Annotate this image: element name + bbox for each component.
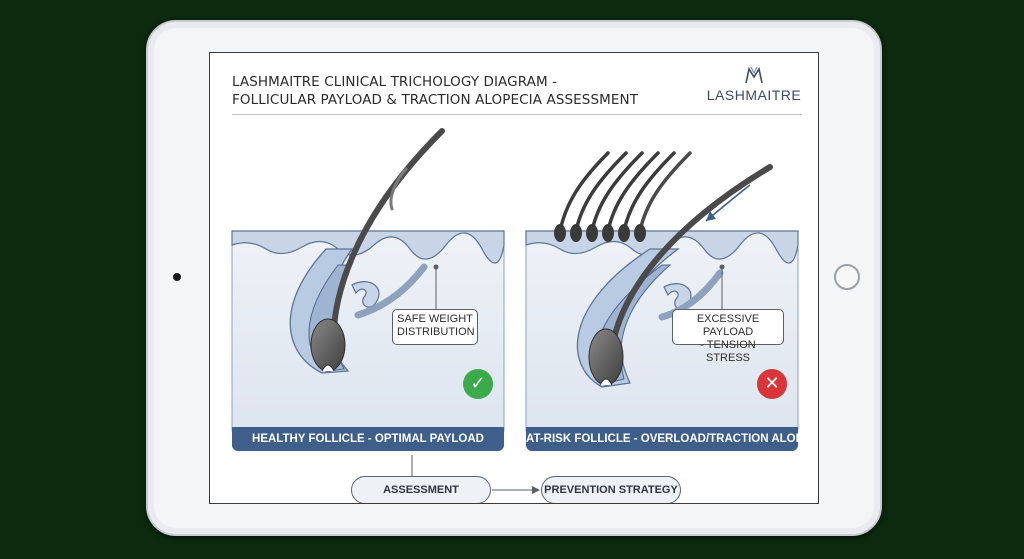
cross-icon: ✕ (757, 369, 787, 399)
logo-wordmark: LASHMAITRE (706, 87, 802, 103)
callout-line-1: SAFE WEIGHT (397, 313, 473, 325)
home-button[interactable] (834, 264, 860, 290)
tension-arrow-icon (706, 211, 716, 221)
check-icon: ✓ (463, 369, 493, 399)
prevention-strategy-node: PREVENTION STRATEGY (541, 476, 681, 503)
safe-weight-callout: SAFE WEIGHT DISTRIBUTION (392, 309, 478, 345)
diagram-title: LASHMAITRE CLINICAL TRICHOLOGY DIAGRAM -… (232, 73, 672, 109)
excessive-payload-callout: EXCESSIVE PAYLOAD - TENSION STRESS (672, 309, 784, 364)
callout-line-2: - TENSION STRESS (700, 339, 756, 364)
brand-logo: LASHMAITRE (706, 65, 802, 109)
at-risk-follicle-panel (525, 151, 799, 432)
title-line-2: FOLLICULAR PAYLOAD & TRACTION ALOPECIA A… (232, 92, 639, 108)
callout-line-2: DISTRIBUTION (397, 326, 475, 338)
diagram-screen: LASHMAITRE CLINICAL TRICHOLOGY DIAGRAM -… (209, 52, 819, 504)
healthy-follicle-label: HEALTHY FOLLICLE - OPTIMAL PAYLOAD (232, 427, 504, 451)
flow-arrow-icon (532, 486, 540, 494)
healthy-follicle-panel (231, 128, 505, 478)
at-risk-follicle-label: AT-RISK FOLLICLE - OVERLOAD/TRACTION ALO… (526, 427, 818, 451)
front-camera (173, 273, 181, 281)
assessment-node: ASSESSMENT (351, 476, 491, 503)
tablet-frame: LASHMAITRE CLINICAL TRICHOLOGY DIAGRAM -… (146, 20, 882, 536)
callout-line-1: EXCESSIVE PAYLOAD (696, 313, 760, 338)
lash-extension-fan (554, 151, 692, 242)
logo-mark-icon (745, 66, 763, 84)
title-line-1: LASHMAITRE CLINICAL TRICHOLOGY DIAGRAM - (232, 74, 558, 90)
header-divider (232, 114, 802, 115)
